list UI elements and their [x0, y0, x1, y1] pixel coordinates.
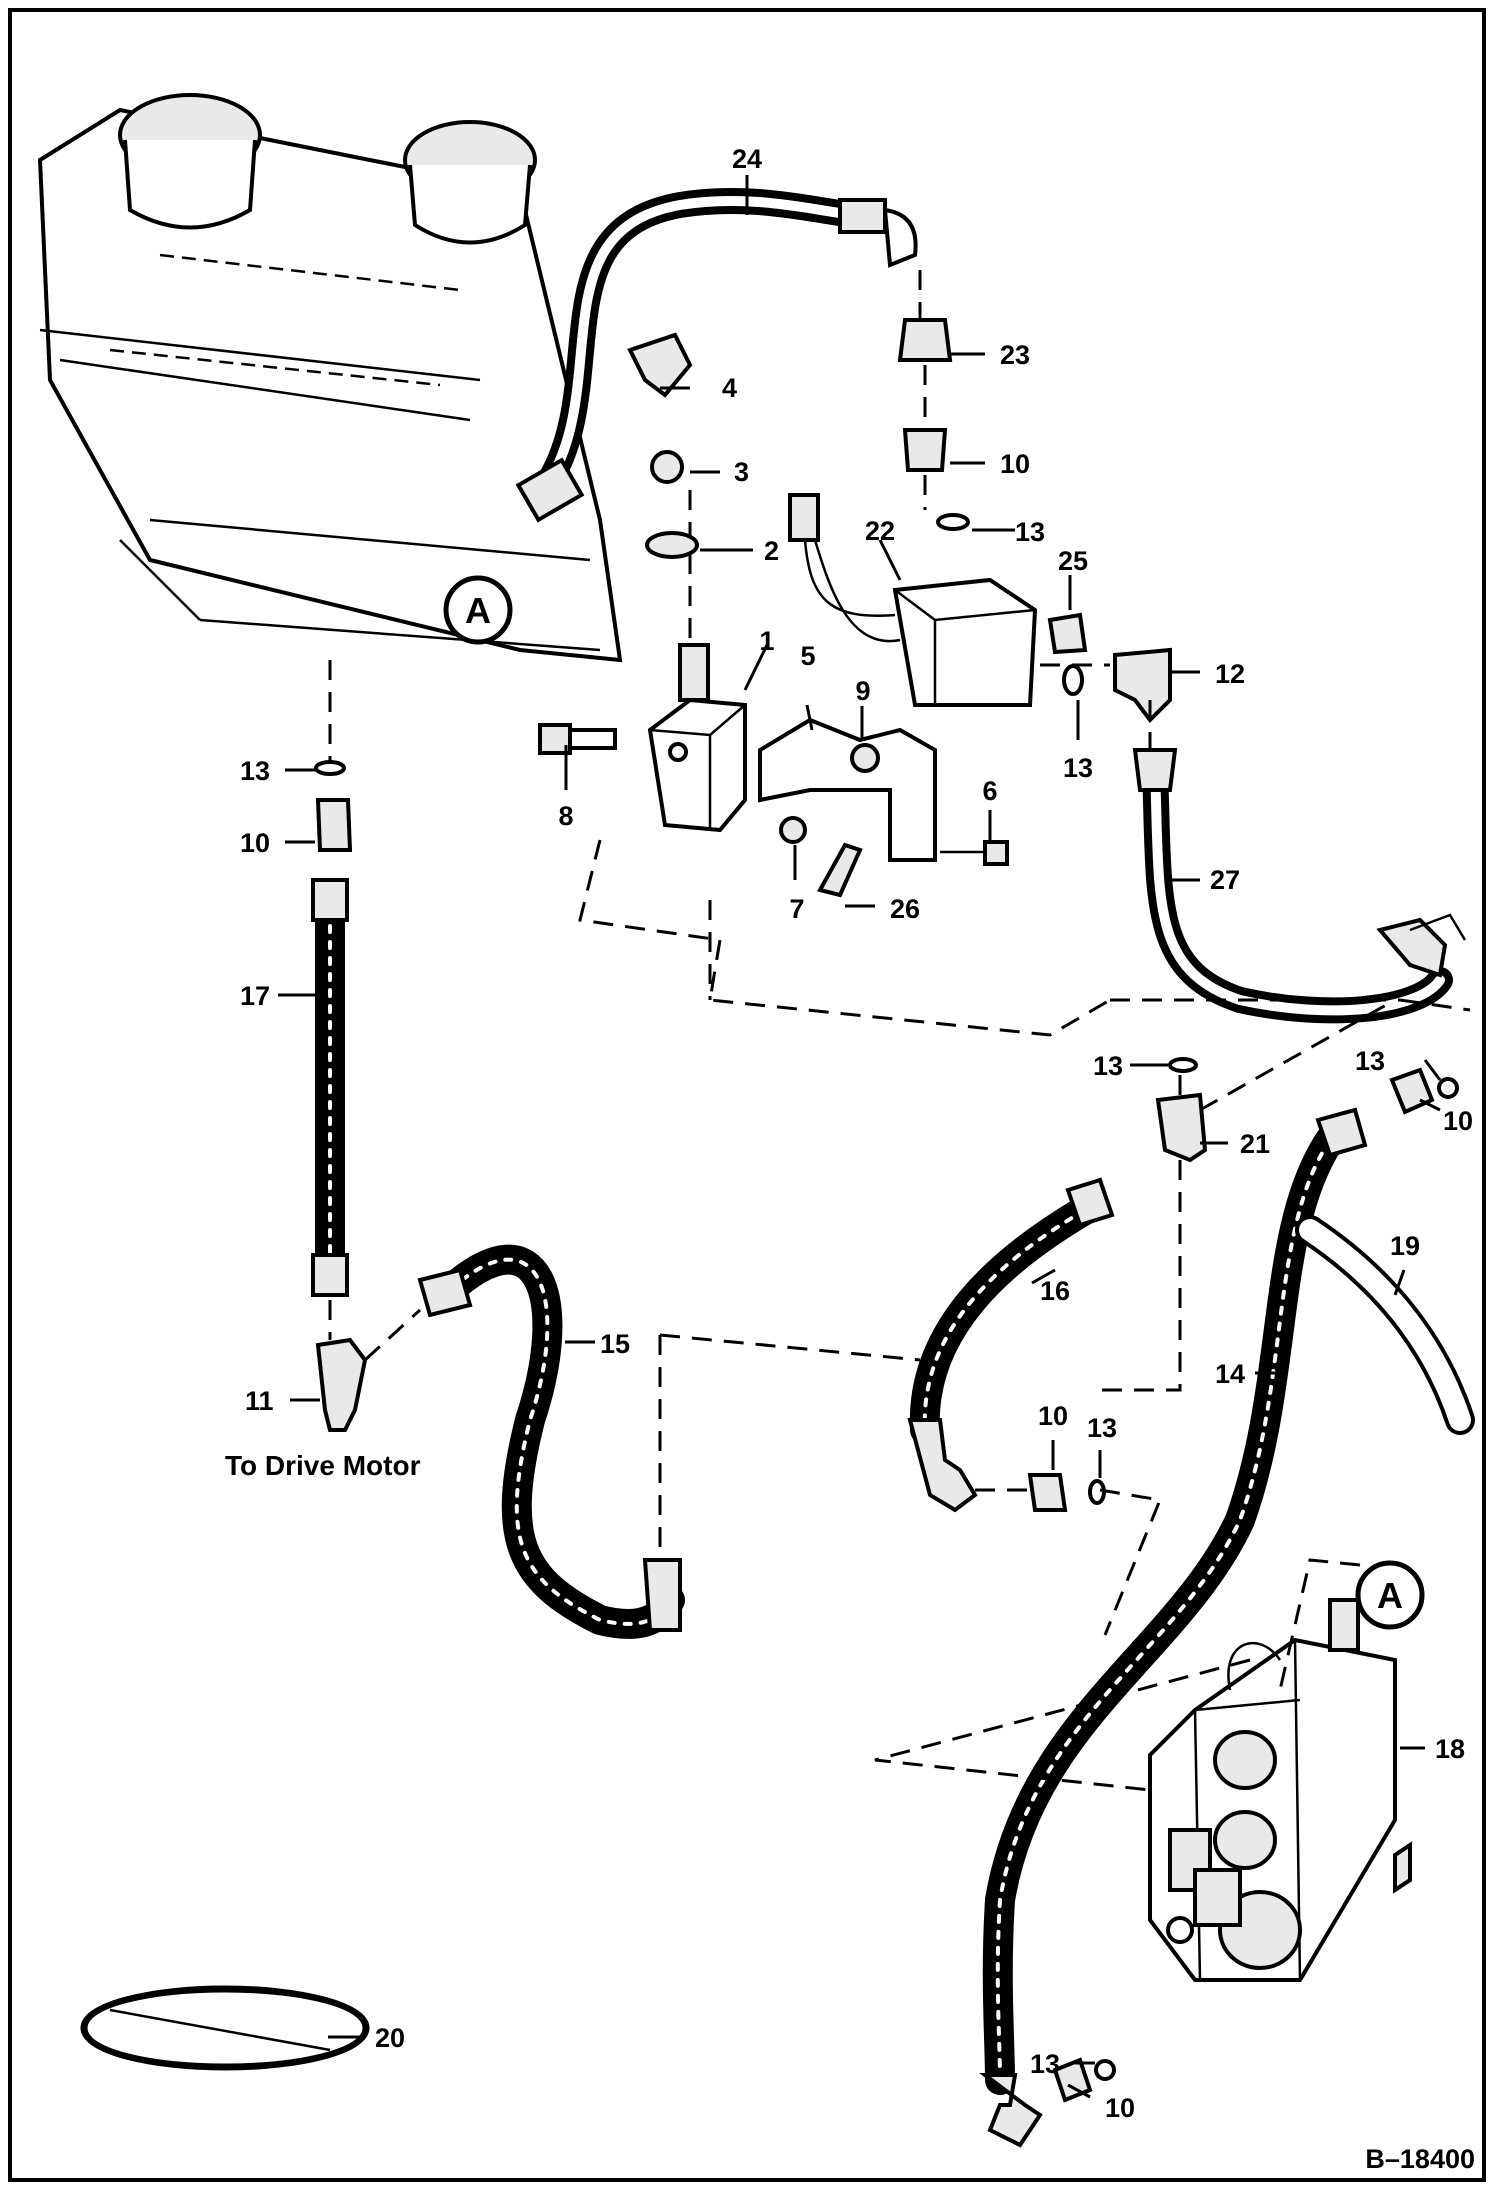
- callout-13-right-upper: 13: [1355, 1046, 1385, 1076]
- valve-reference-letter: A: [1377, 1575, 1403, 1616]
- hose-24: [515, 188, 918, 523]
- callout-22: 22: [865, 516, 895, 546]
- hose-16: [907, 1177, 1115, 1513]
- valve-body-1: [647, 643, 747, 833]
- solenoid-valve-22: [788, 493, 1038, 707]
- elbow-12: [1113, 647, 1172, 724]
- control-valve-18: [1148, 1598, 1412, 1982]
- callout-17: 17: [240, 981, 270, 1011]
- hose-15: [417, 1244, 685, 1639]
- fitting-10-upper: [902, 428, 948, 472]
- fitting-10-left: [315, 798, 353, 852]
- callout-15: 15: [600, 1329, 630, 1359]
- hose-17: [311, 878, 349, 1297]
- cap-4: [627, 332, 693, 398]
- figure-number: B–18400: [1365, 2144, 1475, 2174]
- callout-26: 26: [890, 894, 920, 924]
- callout-10-upper: 10: [1000, 449, 1030, 479]
- o-ring-13-bottom: [1094, 2059, 1116, 2081]
- tee-21: [1155, 1092, 1208, 1163]
- tank-reference-mark: A: [443, 575, 513, 645]
- callout-13-right: 13: [1063, 753, 1093, 783]
- bolt-6: [940, 840, 1009, 866]
- coiled-tube-20: [80, 1985, 370, 2071]
- callout-6: 6: [982, 776, 997, 806]
- fitting-10-right: [1389, 1067, 1435, 1115]
- tank-reference-letter: A: [465, 590, 491, 631]
- callout-11: 11: [245, 1386, 274, 1416]
- o-ring-13-mid: [1088, 1479, 1106, 1505]
- bolt-26: [816, 842, 863, 898]
- callout-5: 5: [800, 641, 815, 671]
- callout-20: 20: [375, 2023, 405, 2053]
- valve-reference-mark: A: [1355, 1560, 1425, 1630]
- callout-1: 1: [759, 626, 774, 656]
- callout-13-mid: 13: [1087, 1413, 1117, 1443]
- callout-10-right: 10: [1443, 1106, 1473, 1136]
- callout-3: 3: [734, 457, 749, 487]
- callout-13-tee: 13: [1093, 1051, 1123, 1081]
- o-ring-13-right-upper: [1437, 1077, 1459, 1099]
- callout-4: 4: [722, 373, 737, 403]
- callout-19: 19: [1390, 1231, 1420, 1261]
- nut-9: [850, 743, 880, 773]
- callout-9: 9: [855, 676, 870, 706]
- callout-24: 24: [732, 144, 762, 174]
- o-ring-13-upper: [936, 513, 970, 531]
- o-ring-13-right: [1062, 664, 1084, 696]
- callouts: 24 23 4 3 10 13 22 2 25 12 13 1 5 9 8 6 …: [225, 144, 1475, 2174]
- callout-10-mid: 10: [1038, 1401, 1068, 1431]
- callout-25: 25: [1058, 546, 1088, 576]
- nut-3: [650, 450, 684, 484]
- o-ring-13-left: [314, 760, 346, 776]
- callout-18: 18: [1435, 1734, 1465, 1764]
- callout-13-left: 13: [240, 756, 270, 786]
- washer-2: [645, 531, 699, 559]
- hydraulic-tank: [37, 93, 623, 663]
- leader-lines: [278, 175, 1442, 2099]
- callout-23: 23: [1000, 340, 1030, 370]
- fitting-10-mid: [1027, 1473, 1068, 1512]
- fitting-10-bottom: [1052, 2057, 1093, 2103]
- callout-12: 12: [1215, 659, 1245, 689]
- callout-27: 27: [1210, 865, 1240, 895]
- hose-27: [1132, 748, 1467, 1024]
- nut-7: [779, 816, 807, 844]
- callout-10-left: 10: [240, 828, 270, 858]
- callout-21: 21: [1240, 1129, 1270, 1159]
- callout-8: 8: [558, 801, 573, 831]
- callout-2: 2: [764, 536, 779, 566]
- drive-motor-caption: To Drive Motor: [225, 1450, 421, 1481]
- o-ring-13-tee: [1168, 1057, 1198, 1073]
- callout-14: 14: [1215, 1359, 1245, 1389]
- elbow-11: [315, 1337, 368, 1432]
- bolt-8: [538, 723, 617, 755]
- callout-13-bottom: 13: [1030, 2049, 1060, 2079]
- tube-19: [1295, 1215, 1475, 1435]
- callout-10-bottom: 10: [1105, 2093, 1135, 2123]
- hose-14: [979, 1107, 1368, 2148]
- callout-7: 7: [789, 894, 804, 924]
- fitting-23: [897, 318, 953, 362]
- callout-13-upper: 13: [1015, 517, 1045, 547]
- callout-16: 16: [1040, 1276, 1070, 1306]
- cap-25: [1047, 612, 1088, 655]
- bracket-5: [758, 717, 937, 862]
